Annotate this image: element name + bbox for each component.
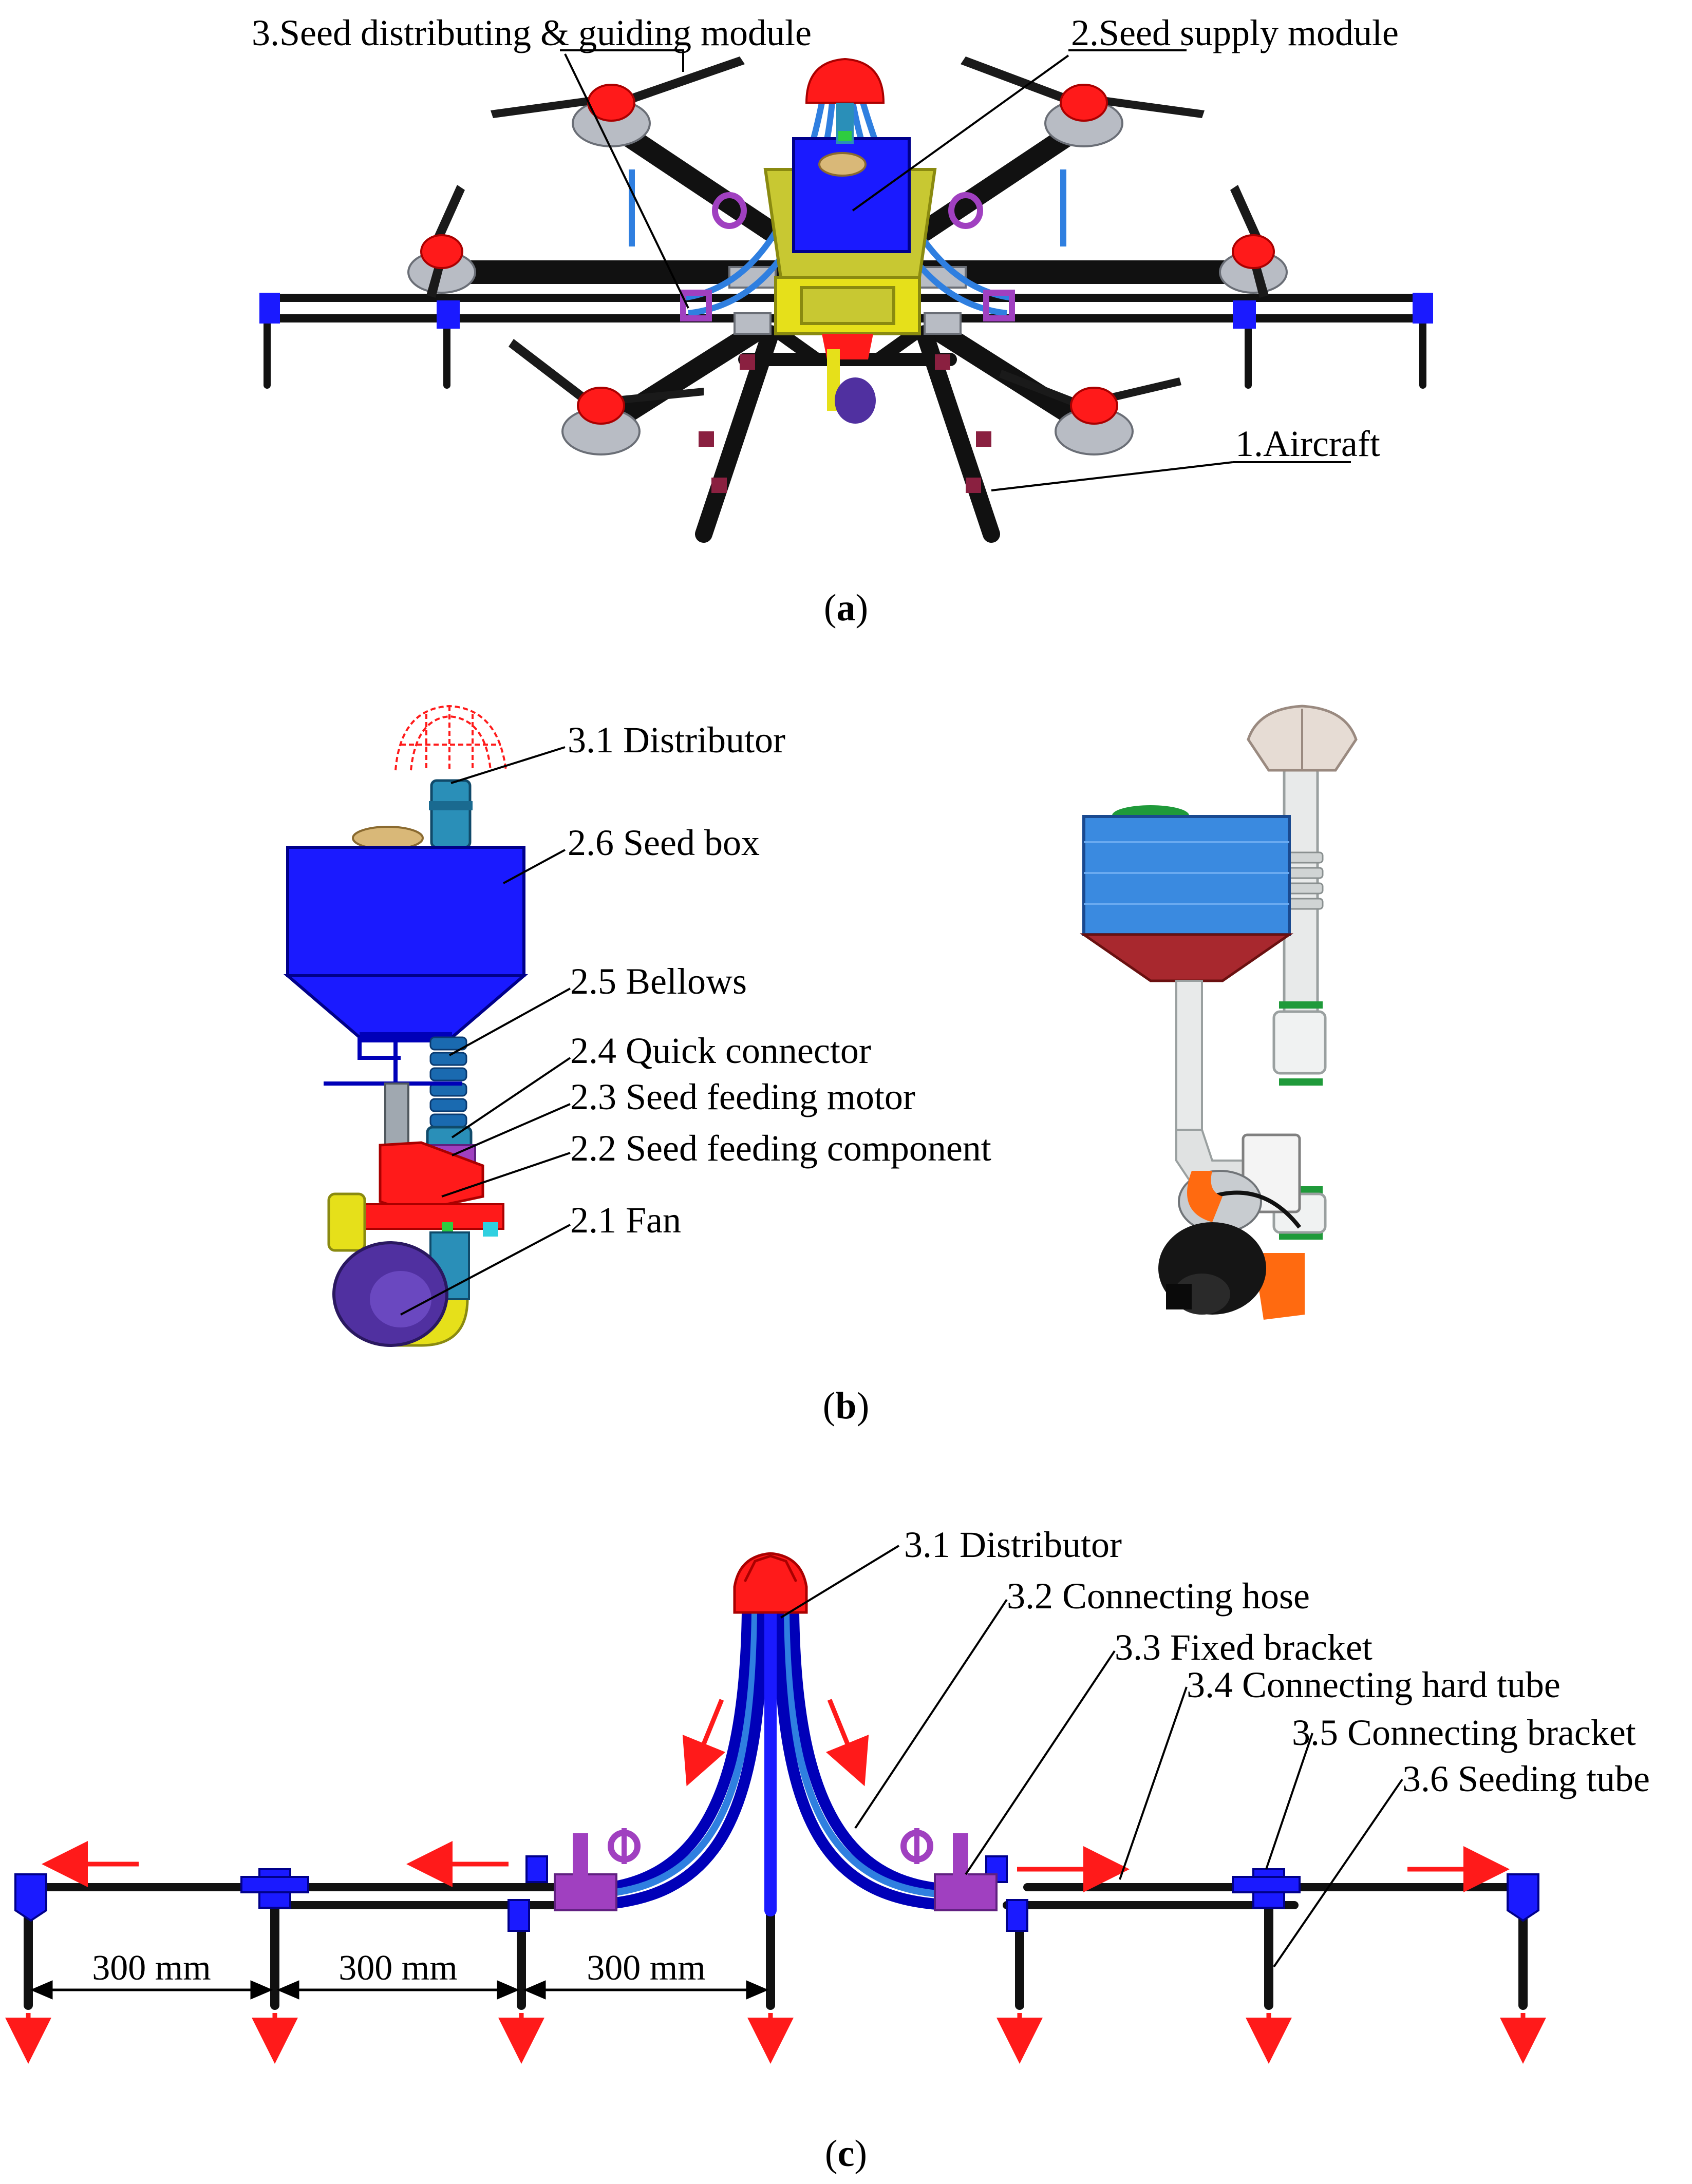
caption-a: (a)	[824, 587, 868, 629]
label-aircraft: 1.Aircraft	[1235, 423, 1380, 464]
label-c-connecting-hard-tube: 3.4 Connecting hard tube	[1187, 1664, 1561, 1705]
label-c-connecting-hose: 3.2 Connecting hose	[1007, 1575, 1310, 1617]
aircraft-fan-unit	[822, 334, 876, 424]
label-c-seeding-tube: 3.6 Seeding tube	[1402, 1758, 1650, 1799]
panel-a-leaders	[560, 49, 1351, 491]
aircraft-purple-brackets	[680, 192, 1015, 321]
cad-bellows	[429, 1036, 467, 1128]
label-b-distributor: 3.1 Distributor	[568, 719, 785, 761]
aircraft-distributor	[805, 58, 885, 144]
dimension-3: 300 mm	[587, 1948, 705, 1988]
panel-b-cad-drawing	[283, 705, 529, 1347]
label-c-fixed-bracket: 3.3 Fixed bracket	[1115, 1627, 1373, 1668]
dimension-2: 300 mm	[339, 1948, 457, 1988]
label-seed-supply-module: 2.Seed supply module	[1071, 12, 1399, 53]
c-fixed-brackets	[554, 1828, 998, 1911]
cad-distributor-wireframe	[394, 705, 507, 771]
c-connecting-brackets	[14, 1855, 1539, 1932]
label-c-distributor: 3.1 Distributor	[904, 1524, 1122, 1565]
label-b-quick-connector: 2.4 Quick connector	[570, 1030, 871, 1071]
aircraft-arms	[440, 118, 1255, 436]
aircraft-seed-box	[792, 137, 911, 253]
panel-b-leaders	[400, 746, 571, 1316]
cad-fan	[332, 1241, 448, 1347]
label-b-seed-feeding-motor: 2.3 Seed feeding motor	[570, 1076, 915, 1117]
c-flow-arrows	[5, 1699, 1546, 2064]
label-seed-distributing-module: 3.Seed distributing & guiding module	[252, 12, 812, 53]
c-dimension-lines	[30, 1980, 769, 2000]
panel-b-prototype-photo	[1079, 705, 1358, 1320]
panel-c-leaders	[780, 1545, 1403, 1968]
label-b-bellows: 2.5 Bellows	[570, 961, 747, 1002]
c-distributor	[733, 1552, 808, 1614]
dimension-1: 300 mm	[92, 1948, 211, 1988]
aircraft-tube-brackets	[259, 293, 1433, 329]
panel-a-aircraft-drawing	[259, 56, 1433, 543]
aircraft-motors	[420, 84, 1275, 425]
label-b-seed-feeding-component: 2.2 Seed feeding component	[570, 1128, 991, 1169]
caption-b: (b)	[823, 1385, 869, 1427]
aircraft-leg-joints	[699, 354, 991, 493]
panel-c-drawing	[5, 1552, 1546, 2064]
c-connecting-hoses	[575, 1596, 966, 1916]
cad-seed-feeding-component	[359, 1141, 504, 1237]
label-b-seed-box: 2.6 Seed box	[568, 822, 760, 863]
label-b-fan: 2.1 Fan	[570, 1200, 681, 1241]
label-c-connecting-bracket: 3.5 Connecting bracket	[1292, 1712, 1636, 1753]
cad-seed-box	[283, 826, 529, 1042]
caption-c: (c)	[825, 2133, 867, 2175]
